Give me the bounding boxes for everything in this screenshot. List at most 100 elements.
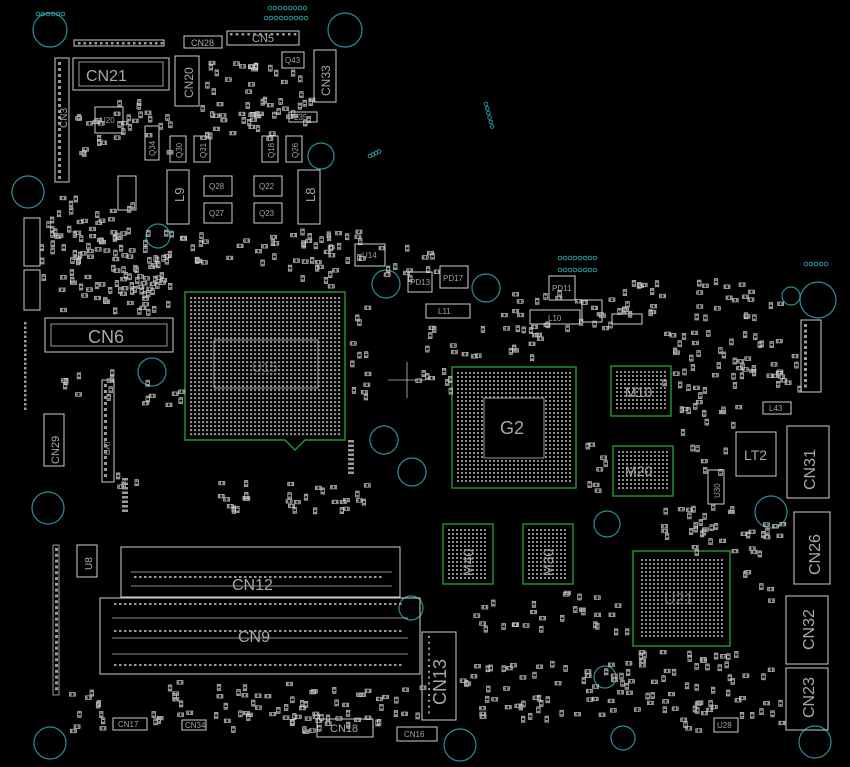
ball-pad — [190, 353, 193, 356]
ball-pad — [505, 372, 507, 374]
passive-part — [166, 150, 174, 155]
transformer-lt2-label: LT2 — [744, 447, 767, 463]
ball-pad — [533, 472, 535, 474]
ball-pad — [657, 631, 659, 633]
ball-pad — [626, 451, 628, 453]
connector-pin — [55, 687, 58, 691]
passive-part — [358, 256, 366, 261]
ball-pad — [713, 607, 715, 609]
passive-part — [276, 108, 281, 115]
ball-pad — [669, 611, 671, 613]
connector-pin — [354, 664, 357, 666]
ball-pad — [206, 325, 209, 328]
ball-pad — [310, 349, 313, 352]
ball-pad — [681, 607, 683, 609]
connector-pin — [58, 74, 61, 77]
ball-pad — [517, 468, 519, 470]
ball-pad — [552, 561, 554, 563]
ball-pad — [493, 380, 495, 382]
via — [376, 149, 382, 154]
connector-pin — [249, 630, 252, 632]
ball-pad — [198, 341, 201, 344]
connector-pin — [58, 92, 61, 95]
passive-part — [325, 714, 331, 722]
ball-pad — [548, 561, 550, 563]
ball-pad — [673, 619, 675, 621]
passive-part — [120, 277, 128, 282]
ball-pad — [286, 377, 289, 380]
ball-pad — [622, 463, 624, 465]
passive-part — [608, 662, 615, 667]
connector-pin — [264, 664, 267, 666]
passive-part — [39, 244, 44, 252]
passive-part — [681, 333, 687, 340]
ball-pad — [666, 483, 668, 485]
passive-part — [288, 503, 295, 509]
ball-pad — [210, 389, 213, 392]
ball-pad — [334, 341, 337, 344]
ball-pad — [460, 561, 462, 563]
ball-pad — [298, 337, 301, 340]
ball-pad — [234, 325, 237, 328]
ball-pad — [254, 425, 257, 428]
ball-pad — [326, 401, 329, 404]
vram-m20-pads — [618, 451, 668, 489]
ball-pad — [477, 432, 479, 434]
passive-part — [195, 258, 203, 264]
ball-pad — [645, 567, 647, 569]
ball-pad — [242, 389, 245, 392]
ball-pad — [657, 583, 659, 585]
ball-pad — [540, 529, 542, 531]
ball-pad — [721, 571, 723, 573]
ball-pad — [326, 393, 329, 396]
ball-pad — [636, 395, 638, 397]
ball-pad — [560, 537, 562, 539]
connector-cn6-inner — [50, 323, 168, 347]
via — [45, 11, 51, 17]
ball-pad — [290, 385, 293, 388]
passive-part — [594, 488, 602, 493]
ball-pad — [485, 480, 487, 482]
ball-pad — [282, 397, 285, 400]
connector-pin — [279, 576, 282, 578]
ball-pad — [645, 575, 647, 577]
mounting-hole — [137, 357, 167, 387]
ball-pad — [226, 365, 229, 368]
ball-pad — [509, 380, 511, 382]
ball-pad — [302, 389, 305, 392]
ball-pad — [660, 407, 662, 409]
vram-m40-label: M40 — [460, 549, 476, 576]
misc-part — [611, 313, 643, 325]
ball-pad — [250, 393, 253, 396]
ball-pad — [294, 349, 297, 352]
ball-pad — [452, 557, 454, 559]
passive-part — [750, 549, 758, 555]
ball-pad — [274, 433, 277, 436]
ball-pad — [314, 317, 317, 320]
passive-part — [408, 275, 413, 282]
ball-pad — [262, 433, 265, 436]
ball-pad — [661, 575, 663, 577]
passive-part — [706, 707, 713, 712]
ball-pad — [202, 373, 205, 376]
passive-part — [763, 535, 771, 540]
ball-pad — [661, 559, 663, 561]
passive-part — [328, 253, 336, 258]
ball-pad — [286, 417, 289, 420]
ball-pad — [549, 404, 551, 406]
passive-part — [464, 681, 472, 686]
ball-pad — [661, 563, 663, 565]
ball-pad — [286, 321, 289, 324]
ball-pad — [242, 345, 245, 348]
ball-pad — [557, 468, 559, 470]
passive-part — [662, 706, 667, 714]
passive-part — [479, 621, 487, 626]
ball-pad — [222, 429, 225, 432]
ball-pad — [553, 420, 555, 422]
ball-pad — [681, 603, 683, 605]
ball-pad — [302, 333, 305, 336]
ball-pad — [218, 417, 221, 420]
ball-pad — [457, 376, 459, 378]
passive-part — [172, 697, 180, 702]
ball-pad — [306, 309, 309, 312]
